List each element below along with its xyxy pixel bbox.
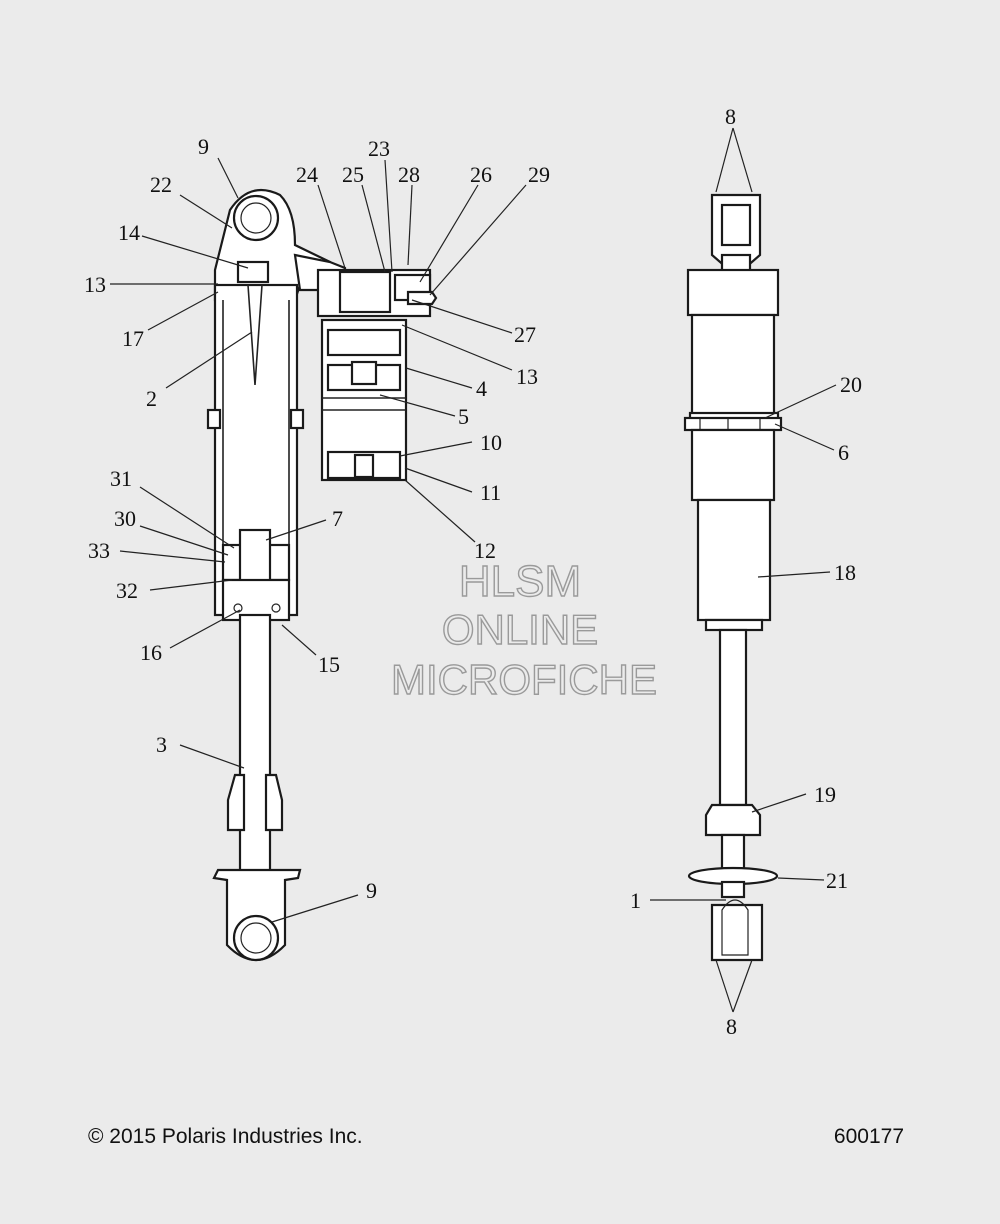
callout-11: 11 — [480, 480, 501, 505]
callout-2: 2 — [146, 386, 157, 411]
copyright-text: © 2015 Polaris Industries Inc. — [88, 1125, 363, 1148]
callout-33: 33 — [88, 538, 110, 563]
callout-19: 19 — [814, 782, 836, 807]
shock-cutaway-view — [206, 188, 438, 962]
callout-7: 7 — [332, 506, 343, 531]
callout-25: 25 — [342, 162, 364, 187]
callout-1: 1 — [630, 888, 641, 913]
callout-3: 3 — [156, 732, 167, 757]
watermark-line-1: HLSM — [459, 557, 581, 606]
callout-21: 21 — [826, 868, 848, 893]
callout-13-left: 13 — [84, 272, 106, 297]
callout-26: 26 — [470, 162, 492, 187]
callout-29: 29 — [528, 162, 550, 187]
callout-27: 27 — [514, 322, 536, 347]
watermark-line-2: ONLINE — [442, 606, 598, 653]
callout-16: 16 — [140, 640, 162, 665]
callout-8-top: 8 — [725, 104, 736, 129]
callout-13-right: 13 — [516, 364, 538, 389]
watermark-line-3: MICROFICHE — [391, 656, 657, 703]
callout-30: 30 — [114, 506, 136, 531]
callout-31: 31 — [110, 466, 132, 491]
callout-4: 4 — [476, 376, 487, 401]
callout-32: 32 — [116, 578, 138, 603]
watermark: HLSM ONLINE MICROFICHE — [390, 556, 657, 703]
callout-23: 23 — [368, 136, 390, 161]
callout-5: 5 — [458, 404, 469, 429]
callout-15: 15 — [318, 652, 340, 677]
callout-10: 10 — [480, 430, 502, 455]
callout-20: 20 — [840, 372, 862, 397]
callout-8-bottom: 8 — [726, 1014, 737, 1039]
callout-9-bottom: 9 — [366, 878, 377, 903]
callout-6: 6 — [838, 440, 849, 465]
callout-24: 24 — [296, 162, 318, 187]
shock-exterior-view — [683, 193, 783, 962]
callout-17: 17 — [122, 326, 144, 351]
callout-28: 28 — [398, 162, 420, 187]
callout-9-top: 9 — [198, 134, 209, 159]
callout-22: 22 — [150, 172, 172, 197]
callout-labels: 9 22 14 13 17 2 24 25 23 28 26 29 27 13 … — [84, 104, 862, 1039]
callout-14: 14 — [118, 220, 140, 245]
leader-lines — [110, 127, 837, 1013]
diagram-number: 600177 — [833, 1125, 904, 1148]
callout-18: 18 — [834, 560, 856, 585]
callout-12: 12 — [474, 538, 496, 563]
